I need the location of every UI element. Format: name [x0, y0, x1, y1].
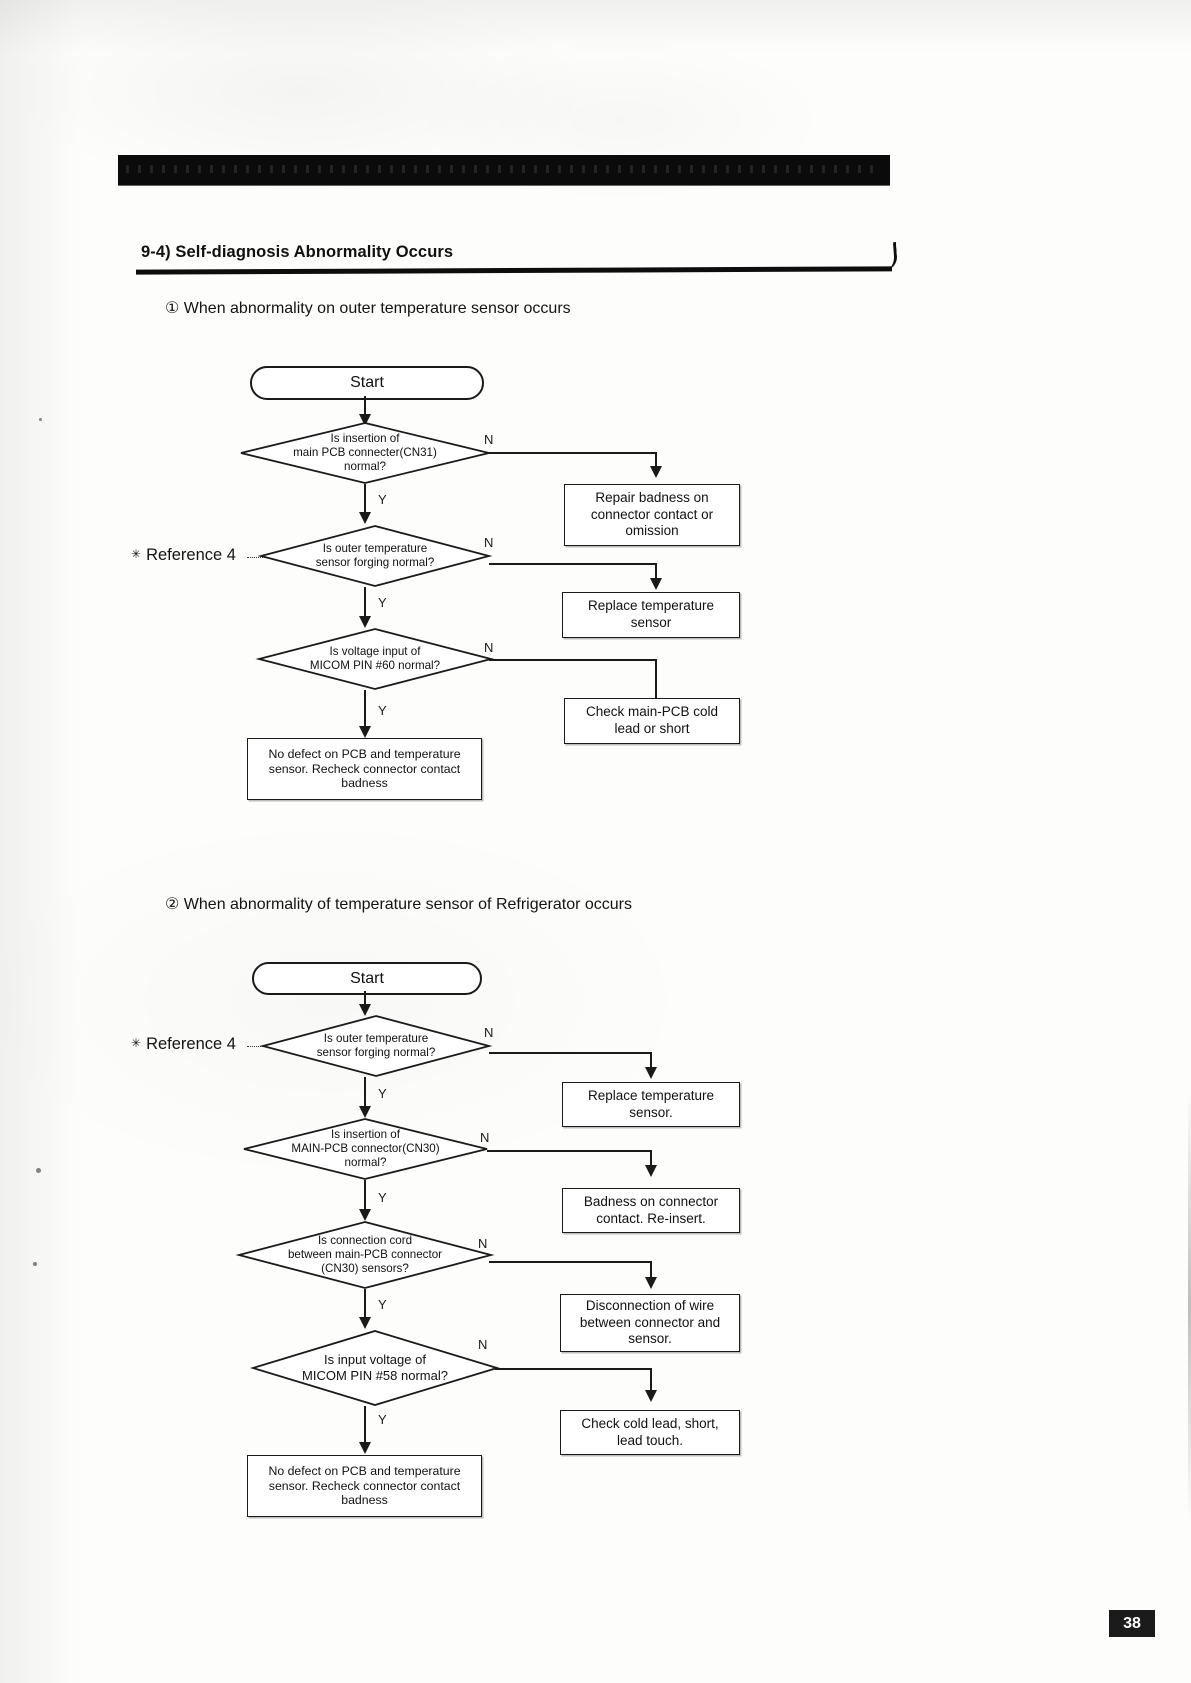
chart-1-start-label: Start — [350, 374, 384, 391]
chart-1-reference-note: ✳ Reference 4 — [131, 546, 236, 565]
chart-1-arrow-d3-end — [359, 726, 371, 738]
chart-2-action-4: Check cold lead, short, lead touch. — [560, 1410, 740, 1455]
chart-1-action-2: Replace temperature sensor — [562, 592, 740, 638]
chart-2-reference-label: Reference 4 — [146, 1035, 236, 1053]
chart-1-line-n1-v — [655, 452, 657, 470]
chart-2-arrow-d2-d3 — [359, 1209, 371, 1221]
chart-2-line-d2-d3 — [364, 1180, 366, 1212]
scan-speck — [36, 1168, 41, 1173]
chart-1-decision-3: Is voltage input of MICOM PIN #60 normal… — [255, 628, 495, 690]
chart-2-decision-3-no-label: N — [478, 1236, 488, 1251]
page-header-bar — [118, 155, 890, 185]
chart-1-decision-1-no-label: N — [484, 432, 494, 447]
chart-1-action-1: Repair badness on connector contact or o… — [564, 484, 740, 546]
scan-left-shadow — [0, 0, 96, 1683]
page-number-badge: 38 — [1109, 1610, 1155, 1637]
chart-2-line-d3-d4 — [364, 1289, 366, 1321]
chart-2-line-d1-d2 — [364, 1077, 366, 1109]
chart-2-line-n1-v — [650, 1052, 652, 1074]
chart-1-decision-3-no-label: N — [484, 640, 494, 655]
chart-2-decision-2: Is insertion of MAIN-PCB connector(CN30)… — [243, 1118, 488, 1180]
chart-1-terminal-box: No defect on PCB and temperature sensor.… — [247, 738, 482, 800]
chart-1-decision-2: Is outer temperature sensor forging norm… — [257, 525, 493, 587]
chart-2-decision-3: Is connection cord between main-PCB conn… — [235, 1221, 495, 1289]
chart-2-decision-1-text: Is outer temperature sensor forging norm… — [316, 1031, 436, 1059]
chart-1-line-d1-d2 — [364, 484, 366, 516]
chart-2-line-n3-v — [650, 1261, 652, 1285]
chart-2-caption: ② When abnormality of temperature sensor… — [165, 896, 632, 913]
chart-2-arrow-d1-d2 — [359, 1106, 371, 1118]
chart-2-reference-note: ✳ Reference 4 — [131, 1035, 236, 1054]
chart-2-arrow-n2 — [645, 1165, 657, 1177]
title-underline — [136, 266, 892, 275]
chart-2-line-n4-h — [495, 1368, 651, 1370]
chart-2-start: Start — [252, 962, 482, 995]
chart-2-arrow-d3-d4 — [359, 1317, 371, 1329]
chart-2-arrow-n4 — [645, 1390, 657, 1402]
chart-2-decision-1-no-label: N — [484, 1025, 494, 1040]
chart-1-arrow-d2-d3 — [359, 616, 371, 628]
chart-1-reference-leader — [247, 557, 277, 558]
chart-1-reference-label: Reference 4 — [146, 546, 236, 564]
chart-1-line-start-d1 — [364, 396, 366, 418]
chart-2-decision-1-yes-label: Y — [378, 1086, 387, 1101]
chart-1-action-3: Check main-PCB cold lead or short — [564, 698, 740, 744]
reference-star-icon: ✳ — [131, 547, 142, 561]
chart-2-decision-1: Is outer temperature sensor forging norm… — [259, 1015, 493, 1077]
chart-2-arrow-n1 — [645, 1067, 657, 1079]
page-title: 9-4) Self-diagnosis Abnormality Occurs — [141, 243, 454, 261]
chart-1-decision-2-no-label: N — [484, 535, 494, 550]
scan-speck — [33, 1262, 37, 1266]
scan-speck — [39, 418, 42, 421]
chart-2-decision-3-text: Is connection cord between main-PCB conn… — [287, 1233, 443, 1276]
chart-1-line-n2-v — [655, 563, 657, 581]
chart-2-line-n1-h — [489, 1052, 651, 1054]
chart-2-action-1: Replace temperature sensor. — [562, 1082, 740, 1127]
chart-1-line-n1-h — [489, 452, 656, 454]
chart-1-start: Start — [250, 366, 484, 400]
chart-2-terminal-box: No defect on PCB and temperature sensor.… — [247, 1455, 482, 1517]
chart-2-decision-4: Is input voltage of MICOM PIN #58 normal… — [249, 1330, 501, 1406]
chart-1-arrow-n1 — [650, 466, 662, 478]
chart-1-decision-3-yes-label: Y — [378, 703, 387, 718]
chart-1-decision-2-text: Is outer temperature sensor forging norm… — [315, 541, 435, 569]
chart-1-line-d2-d3 — [364, 587, 366, 619]
chart-2-line-d4-end — [364, 1406, 366, 1448]
chart-2-decision-3-yes-label: Y — [378, 1297, 387, 1312]
chart-1-decision-3-text: Is voltage input of MICOM PIN #60 normal… — [309, 644, 441, 672]
chart-1-line-n2-h — [489, 563, 656, 565]
title-underline-tail — [865, 241, 898, 273]
chart-2-decision-2-yes-label: Y — [378, 1190, 387, 1205]
chart-1-decision-1-yes-label: Y — [378, 492, 387, 507]
chart-2-start-label: Start — [350, 969, 384, 987]
chart-1-decision-2-yes-label: Y — [378, 595, 387, 610]
reference-star-icon: ✳ — [131, 1036, 142, 1050]
chart-1-arrow-n2 — [650, 578, 662, 590]
chart-2-decision-2-no-label: N — [480, 1130, 490, 1145]
chart-2-arrow-start-d1 — [359, 1004, 371, 1016]
chart-1-arrow-d1-d2 — [359, 512, 371, 524]
chart-1-line-n3-h — [489, 659, 656, 661]
scan-top-shadow — [0, 0, 1191, 60]
chart-2-decision-4-no-label: N — [478, 1337, 488, 1352]
chart-2-action-3: Disconnection of wire between connector … — [560, 1294, 740, 1352]
chart-2-line-n4-v — [650, 1368, 652, 1398]
chart-2-decision-4-text: Is input voltage of MICOM PIN #58 normal… — [302, 1352, 448, 1383]
scan-right-edge — [1188, 1090, 1191, 1520]
chart-1-caption: ① When abnormality on outer temperature … — [165, 300, 571, 317]
chart-2-action-2: Badness on connector contact. Re-insert. — [562, 1188, 740, 1233]
chart-1-line-d3-end — [364, 690, 366, 732]
chart-1-line-n3-v — [655, 659, 657, 703]
chart-2-line-n2-v — [650, 1150, 652, 1172]
chart-2-decision-4-yes-label: Y — [378, 1412, 387, 1427]
chart-2-arrow-d4-end — [359, 1442, 371, 1454]
chart-2-line-n2-h — [487, 1150, 651, 1152]
chart-2-arrow-n3 — [645, 1277, 657, 1289]
page-number-label: 38 — [1123, 1614, 1141, 1632]
chart-2-decision-2-text: Is insertion of MAIN-PCB connector(CN30)… — [291, 1127, 440, 1170]
chart-2-line-start-d1 — [364, 991, 366, 1008]
chart-1-decision-1: Is insertion of main PCB connecter(CN31)… — [240, 422, 490, 484]
chart-2-line-n3-h — [489, 1261, 651, 1263]
chart-1-decision-1-text: Is insertion of main PCB connecter(CN31)… — [293, 431, 437, 474]
